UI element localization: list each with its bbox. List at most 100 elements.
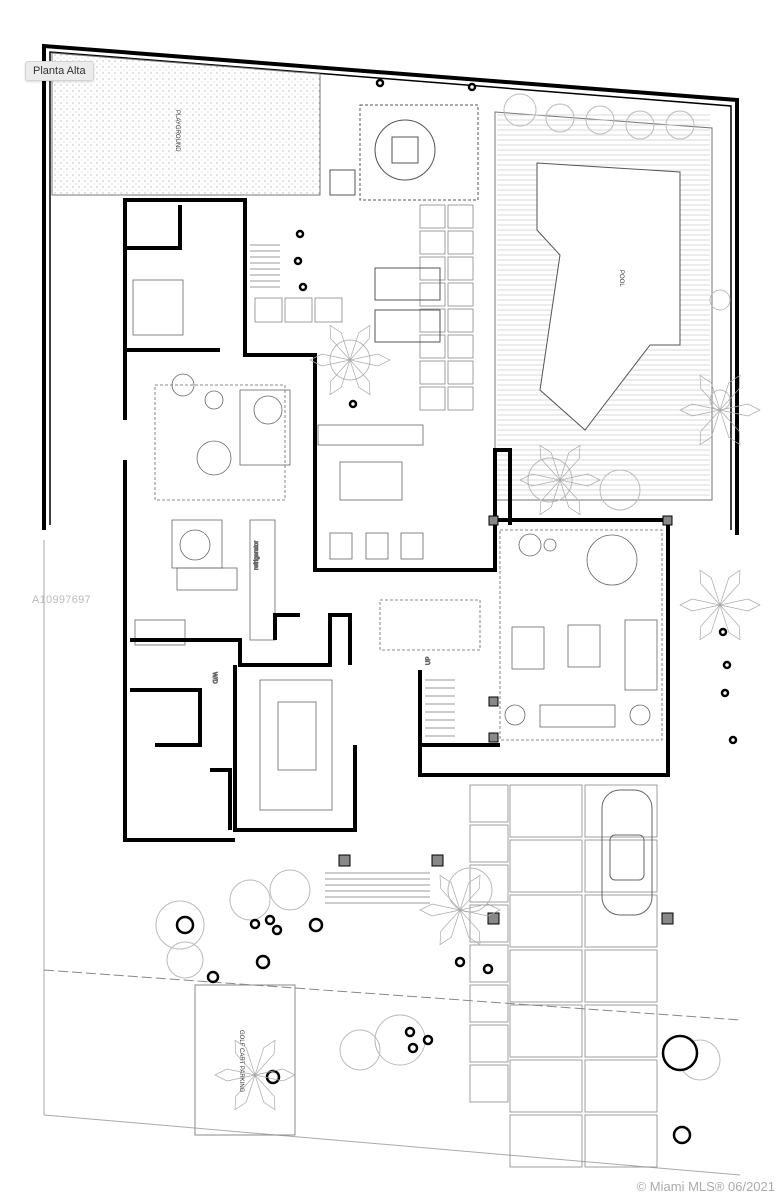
column-planter (206, 970, 220, 984)
paver-tile (447, 282, 474, 307)
palm-frond (329, 324, 351, 361)
palm-frond (349, 353, 391, 367)
column-planter (264, 914, 276, 926)
tree-canopy (166, 941, 204, 979)
paver-tile (447, 308, 474, 333)
paver-tile (447, 230, 474, 255)
palm-frond (679, 403, 721, 417)
palm-frond (719, 403, 761, 417)
wd-label: W/D (211, 672, 217, 684)
driveway-tile (584, 949, 658, 1003)
tree-canopy (625, 110, 655, 140)
palm-frond (459, 874, 481, 911)
paver-tile (254, 297, 283, 323)
driveway-tile (509, 1059, 583, 1113)
car (601, 789, 653, 916)
driveway-tile (469, 1024, 509, 1063)
palm-frond (459, 909, 481, 946)
driveway-tile (584, 784, 658, 838)
tree-canopy (269, 869, 311, 911)
terrace-pavers (254, 204, 474, 411)
column-planter (422, 1034, 434, 1046)
tree-canopy (709, 289, 731, 311)
palm-frond (309, 353, 351, 367)
palm-frond (349, 324, 371, 361)
palm-frond (719, 569, 741, 606)
palm-frond (254, 1068, 296, 1082)
palm-frond (254, 1039, 276, 1076)
palm-frond (719, 598, 761, 612)
tree-canopy (339, 1029, 381, 1071)
paver-tile (284, 297, 313, 323)
golf-cart-label: GOLF CART PARKING (238, 1030, 244, 1093)
column-planter (722, 660, 732, 670)
driveway-tile (509, 1114, 583, 1168)
palm-frond (439, 874, 461, 911)
column-planter (298, 282, 308, 292)
driveway-tile (584, 1114, 658, 1168)
paver-tile (419, 386, 446, 411)
palm-frond (439, 909, 461, 946)
tree-canopy (374, 1014, 426, 1066)
column-planter (308, 917, 324, 933)
paver-tile (447, 360, 474, 385)
palm-frond (559, 473, 601, 487)
palm-frond (519, 473, 561, 487)
driveway-tile (584, 1004, 658, 1058)
driveway-tile (469, 864, 509, 903)
pool-area: POOL (494, 111, 713, 501)
driveway-tile (584, 1059, 658, 1113)
column-planter (375, 78, 385, 88)
column-planter (672, 1125, 692, 1145)
pool-loungers (374, 267, 441, 343)
driveway-tile (509, 1004, 583, 1058)
driveway-tile (469, 824, 509, 863)
palm-frond (719, 409, 741, 446)
up-label: UP (426, 657, 432, 665)
palm-frond (349, 359, 371, 396)
tree-canopy (545, 103, 575, 133)
driveway-tile (509, 784, 583, 838)
palm-frond (329, 359, 351, 396)
golf-cart-parking: GOLF CART PARKING (194, 984, 296, 1136)
palm-frond (699, 604, 721, 641)
driveway-tile (469, 1064, 509, 1103)
tree-canopy (229, 879, 271, 921)
landscaping (155, 78, 761, 1145)
column-planter (404, 1026, 416, 1038)
column-planter (720, 688, 730, 698)
column-planter (293, 256, 303, 266)
copyright-notice: © Miami MLS® 06/2021 (636, 1179, 775, 1194)
column-planter (467, 82, 477, 92)
palm-frond (679, 598, 721, 612)
palm-frond (719, 604, 741, 641)
column-planter (249, 918, 261, 930)
palm-frond (254, 1074, 276, 1111)
column-planter (454, 956, 466, 968)
palm-frond (234, 1039, 256, 1076)
listing-watermark: A10997697 (32, 594, 91, 606)
column-planter (728, 735, 738, 745)
column-planter (295, 229, 305, 239)
tree-canopy (585, 105, 615, 135)
paver-tile (419, 230, 446, 255)
tree-canopy (599, 469, 641, 511)
driveway-tile (584, 839, 658, 893)
driveway-tile (584, 894, 658, 948)
column-planter (265, 1069, 281, 1085)
tree-canopy (329, 339, 371, 381)
columns (338, 515, 674, 925)
palm-frond (539, 444, 561, 481)
palm-frond (559, 444, 581, 481)
column-planter (661, 1034, 699, 1072)
column-planter (407, 1042, 419, 1054)
tree-canopy (503, 93, 537, 127)
playground-label: PLAYGROUND (174, 110, 180, 152)
paver-tile (419, 282, 446, 307)
column-planter (271, 924, 283, 936)
column-planter (255, 954, 271, 970)
driveway-tile (509, 894, 583, 948)
palm-frond (234, 1074, 256, 1111)
